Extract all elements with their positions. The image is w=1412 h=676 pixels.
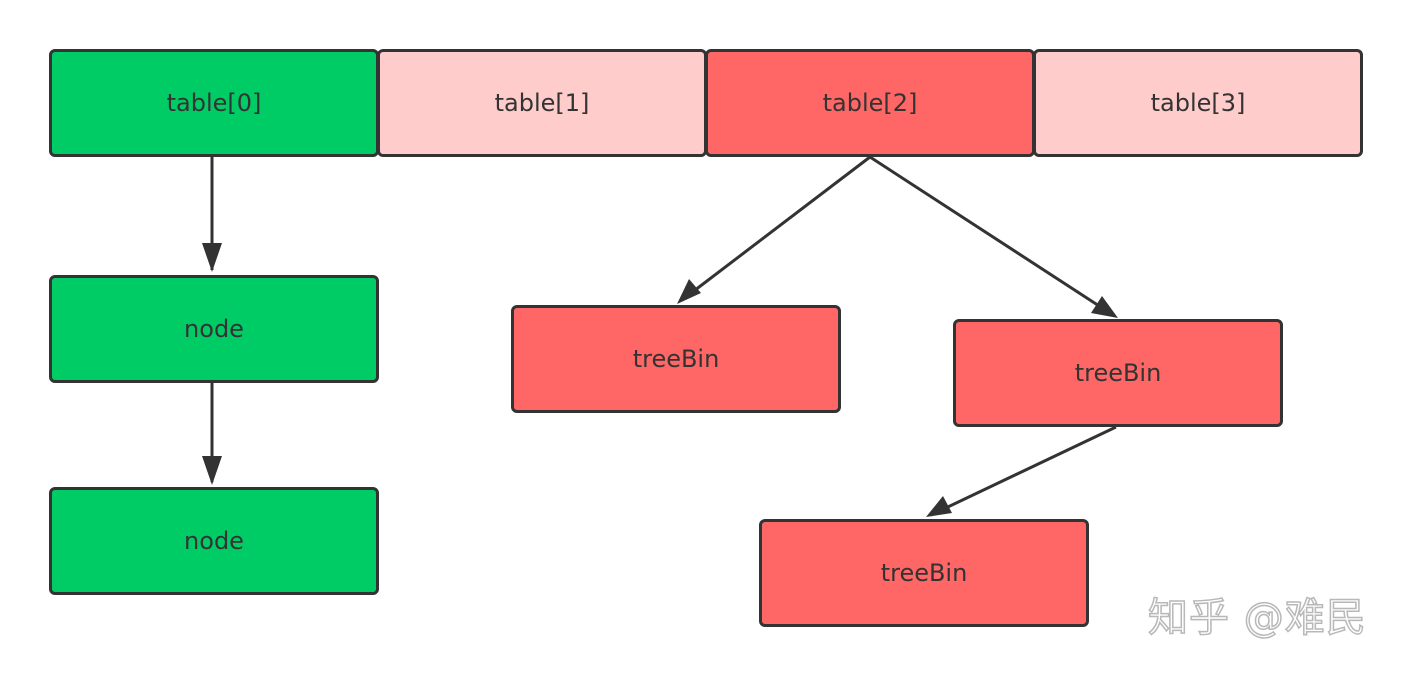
tree-bin-1: treeBin <box>511 305 841 413</box>
arrowhead-table2-tree1 <box>677 279 701 304</box>
arrowhead-node1-node2 <box>202 456 222 485</box>
table-slot-2-label: table[2] <box>822 89 918 117</box>
list-node-2: node <box>49 487 379 595</box>
list-node-1: node <box>49 275 379 383</box>
edge-table2-tree1 <box>681 155 871 302</box>
edge-tree2-tree3 <box>930 425 1117 517</box>
arrowhead-table2-tree2 <box>1091 296 1118 318</box>
table-slot-0-label: table[0] <box>166 89 262 117</box>
table-slot-1-label: table[1] <box>494 89 590 117</box>
edge-table2-tree2 <box>869 155 1114 317</box>
table-slot-3: table[3] <box>1033 49 1363 157</box>
watermark: 知乎 @难民 <box>1147 594 1367 642</box>
tree-bin-2: treeBin <box>953 319 1283 427</box>
list-node-1-label: node <box>184 315 244 343</box>
table-slot-0: table[0] <box>49 49 379 157</box>
table-slot-3-label: table[3] <box>1150 89 1246 117</box>
tree-bin-2-label: treeBin <box>1074 359 1162 387</box>
arrowhead-tree2-tree3 <box>926 496 952 517</box>
table-slot-1: table[1] <box>377 49 707 157</box>
tree-bin-3-label: treeBin <box>880 559 968 587</box>
table-slot-2: table[2] <box>705 49 1035 157</box>
list-node-2-label: node <box>184 527 244 555</box>
tree-bin-1-label: treeBin <box>632 345 720 373</box>
arrowhead-table0-node1 <box>202 243 222 272</box>
tree-bin-3: treeBin <box>759 519 1089 627</box>
